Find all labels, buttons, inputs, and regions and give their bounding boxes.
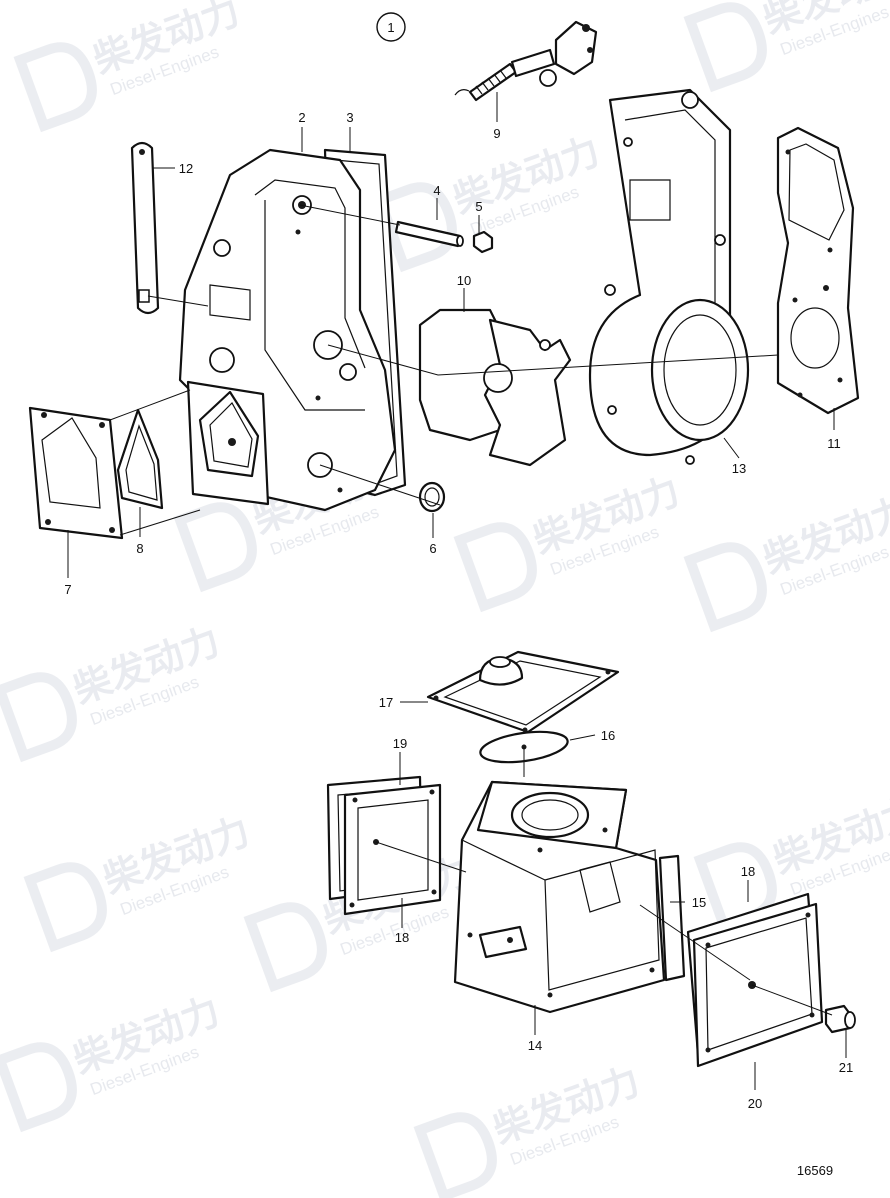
callout-11: 11	[827, 436, 841, 451]
callout-18-right: 18	[741, 864, 755, 879]
part-7-cover-plate	[28, 406, 124, 540]
svg-text:1: 1	[387, 20, 394, 35]
callout-9: 9	[493, 126, 500, 141]
part-4-pin	[394, 220, 464, 248]
part-17-top-plate	[426, 650, 620, 734]
part-18-left-gasket	[343, 783, 442, 916]
watermark-7: 柴发动力 Diesel-Engines	[0, 621, 225, 763]
callout-15: 15	[692, 895, 706, 910]
callout-7: 7	[64, 582, 71, 597]
callout-12: 12	[179, 161, 193, 176]
callout-8: 8	[136, 541, 143, 556]
callout-10: 10	[457, 273, 471, 288]
watermark-1: 柴发动力 Diesel-Engines	[13, 0, 245, 133]
watermark-6: 柴发动力 Diesel-Engines	[683, 491, 890, 633]
section-number-badge: 1	[376, 12, 406, 42]
part-14-housing-block	[453, 780, 666, 1014]
part-11-gasket	[776, 126, 860, 415]
assembly-lines	[109, 204, 833, 1016]
part-21-plug	[824, 1004, 856, 1034]
callout-labels: 2 3 4 5 9 10 11 12 13 6 8 7 17 16 19 18 …	[64, 110, 853, 1111]
callout-4: 4	[433, 183, 440, 198]
watermark-3: 柴发动力 Diesel-Engines	[683, 0, 890, 93]
part-13-flywheel-housing	[588, 88, 750, 465]
part-9-spring-linkage	[454, 20, 598, 102]
drawing-number: 16569	[797, 1163, 833, 1178]
callout-14: 14	[528, 1038, 542, 1053]
callout-2: 2	[298, 110, 305, 125]
callout-6: 6	[429, 541, 436, 556]
callout-16: 16	[601, 728, 615, 743]
watermark-12: 柴发动力 Diesel-Engines	[413, 1061, 645, 1198]
leader-lines	[67, 92, 847, 1090]
watermark-2: 柴发动力 Diesel-Engines	[373, 131, 605, 273]
watermark-8: 柴发动力 Diesel-Engines	[23, 811, 255, 953]
callout-18-left: 18	[395, 930, 409, 945]
part-6-ring	[418, 481, 446, 513]
callout-5: 5	[475, 199, 482, 214]
watermark-11: 柴发动力 Diesel-Engines	[0, 991, 225, 1133]
part-10-bracket	[418, 308, 572, 467]
callout-21: 21	[839, 1060, 853, 1075]
part-15-side-gasket	[658, 854, 686, 982]
callout-13: 13	[732, 461, 746, 476]
watermark-5: 柴发动力 Diesel-Engines	[453, 471, 685, 613]
callout-17: 17	[379, 695, 393, 710]
part-12-strap	[130, 141, 160, 315]
part-20-cover-plate	[692, 902, 824, 1068]
callout-3: 3	[346, 110, 353, 125]
housing-side-cover	[186, 380, 270, 506]
part-8-triangle-gasket	[116, 408, 164, 510]
part-5-nut	[472, 230, 494, 254]
callout-20: 20	[748, 1096, 762, 1111]
callout-19: 19	[393, 736, 407, 751]
